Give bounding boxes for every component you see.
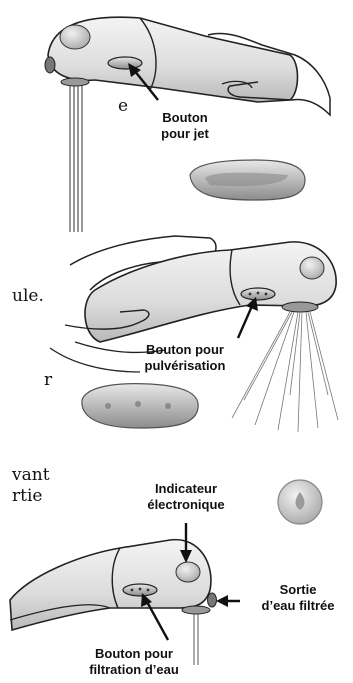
label-outlet-line-2: d’eau filtrée [243, 598, 353, 614]
label-outlet-line-1: Sortie [243, 582, 353, 598]
label-filter-line-2: filtration d’eau [74, 662, 194, 678]
jet-button-icon [108, 57, 142, 69]
side-text-1: e [118, 96, 128, 116]
side-text-3: r [44, 370, 52, 390]
label-indicator-line-2: électronique [136, 497, 236, 513]
panel-spray [50, 236, 338, 432]
label-indicator: Indicateur électronique [136, 481, 236, 513]
label-filter-line-1: Bouton pour [74, 646, 194, 662]
spray-lines [232, 312, 338, 432]
label-jet: Bouton pour jet [150, 110, 220, 142]
side-text-5: rtie [12, 486, 42, 506]
side-text-2: ule. [12, 286, 44, 306]
label-spray-line-2: pulvérisation [130, 358, 240, 374]
label-filter: Bouton pour filtration d’eau [74, 646, 194, 678]
label-jet-line-2: pour jet [150, 126, 220, 142]
faucet-body-3 [10, 540, 211, 630]
indicator-knob-1 [60, 25, 90, 49]
label-spray: Bouton pour pulvérisation [130, 342, 240, 374]
water-stream-jet [70, 85, 82, 232]
indicator-knob-3 [176, 562, 200, 582]
label-indicator-line-1: Indicateur [136, 481, 236, 497]
side-text-4: vant [12, 465, 50, 485]
label-jet-line-1: Bouton [150, 110, 220, 126]
label-spray-line-1: Bouton pour [130, 342, 240, 358]
label-outlet: Sortie d’eau filtrée [243, 582, 353, 614]
indicator-knob-2 [300, 257, 324, 279]
